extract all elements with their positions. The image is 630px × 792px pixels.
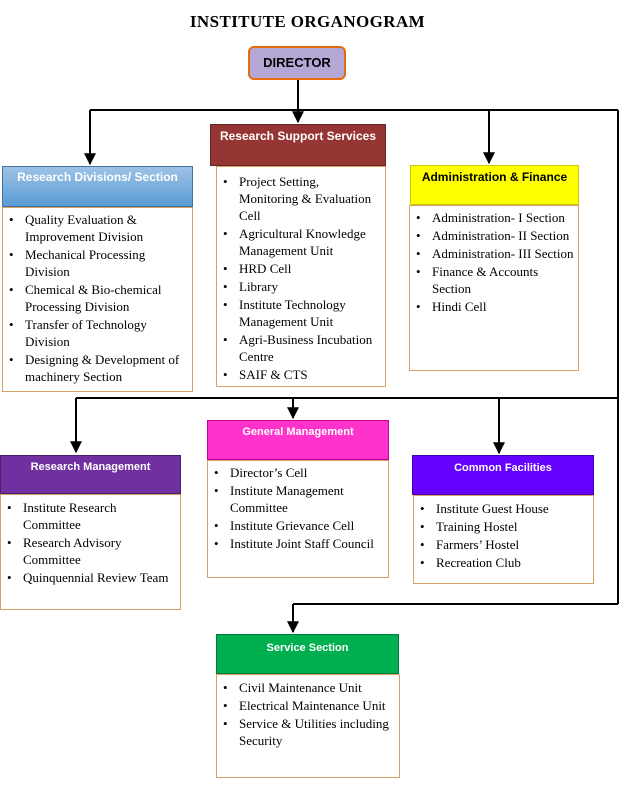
list-item: Hindi Cell <box>416 298 574 315</box>
list-item: Administration- III Section <box>416 245 574 262</box>
list-item: Institute Technology Management Unit <box>223 296 381 330</box>
page-title: INSTITUTE ORGANOGRAM <box>189 12 426 31</box>
list-item: Project Setting, Monitoring & Evaluation… <box>223 173 381 224</box>
list-item: Recreation Club <box>420 554 589 571</box>
admin-finance-list: Administration- I Section Administration… <box>410 209 574 315</box>
list-item: Quality Evaluation & Improvement Divisio… <box>9 211 188 245</box>
list-item: Designing & Development of machinery Sec… <box>9 351 188 385</box>
general-management-list: Director’s Cell Institute Management Com… <box>208 464 384 552</box>
list-item: Library <box>223 278 381 295</box>
list-item: Administration- II Section <box>416 227 574 244</box>
service-section-box: Civil Maintenance Unit Electrical Mainte… <box>216 674 400 778</box>
research-divisions-title: Research Divisions/ Section <box>17 170 178 184</box>
list-item: Finance & Accounts Section <box>416 263 574 297</box>
list-item: Research Advisory Committee <box>7 534 176 568</box>
director-box: DIRECTOR <box>248 46 346 80</box>
list-item: Institute Management Committee <box>214 482 384 516</box>
list-item: Agricultural Knowledge Management Unit <box>223 225 381 259</box>
list-item: Agri-Business Incubation Centre <box>223 331 381 365</box>
list-item: Training Hostel <box>420 518 589 535</box>
list-item: SAIF & CTS <box>223 366 381 383</box>
list-item: Director’s Cell <box>214 464 384 481</box>
service-section-list: Civil Maintenance Unit Electrical Mainte… <box>217 679 395 749</box>
research-divisions-list: Quality Evaluation & Improvement Divisio… <box>3 211 188 385</box>
research-divisions-box: Quality Evaluation & Improvement Divisio… <box>2 207 193 392</box>
list-item: Farmers’ Hostel <box>420 536 589 553</box>
list-item: Electrical Maintenance Unit <box>223 697 395 714</box>
service-section-title: Service Section <box>266 642 349 654</box>
admin-finance-title: Administration & Finance <box>421 170 568 184</box>
list-item: Administration- I Section <box>416 209 574 226</box>
common-facilities-list: Institute Guest House Training Hostel Fa… <box>414 500 589 571</box>
research-support-box: Project Setting, Monitoring & Evaluation… <box>216 166 386 387</box>
list-item: Civil Maintenance Unit <box>223 679 395 696</box>
research-support-list: Project Setting, Monitoring & Evaluation… <box>217 173 381 383</box>
list-item: Institute Research Committee <box>7 499 176 533</box>
list-item: Chemical & Bio-chemical Processing Divis… <box>9 281 188 315</box>
list-item: Quinquennial Review Team <box>7 569 176 586</box>
common-facilities-title: Common Facilities <box>454 462 552 474</box>
list-item: Transfer of Technology Division <box>9 316 188 350</box>
admin-finance-box: Administration- I Section Administration… <box>409 205 579 371</box>
research-support-title: Research Support Services <box>219 129 377 143</box>
list-item: Mechanical Processing Division <box>9 246 188 280</box>
research-management-box: Institute Research Committee Research Ad… <box>0 494 181 610</box>
list-item: Institute Guest House <box>420 500 589 517</box>
research-management-title: Research Management <box>30 461 151 473</box>
general-management-header: General Management <box>207 420 389 460</box>
admin-finance-header: Administration & Finance <box>410 165 579 205</box>
general-management-title: General Management <box>242 426 354 438</box>
common-facilities-box: Institute Guest House Training Hostel Fa… <box>413 495 594 584</box>
research-support-header: Research Support Services <box>210 124 386 166</box>
research-divisions-header: Research Divisions/ Section <box>2 166 193 207</box>
list-item: Institute Joint Staff Council <box>214 535 384 552</box>
service-section-header: Service Section <box>216 634 399 674</box>
research-management-header: Research Management <box>0 455 181 494</box>
general-management-box: Director’s Cell Institute Management Com… <box>207 460 389 578</box>
director-label: DIRECTOR <box>263 54 331 70</box>
list-item: HRD Cell <box>223 260 381 277</box>
common-facilities-header: Common Facilities <box>412 455 594 495</box>
list-item: Service & Utilities including Security <box>223 715 395 749</box>
research-management-list: Institute Research Committee Research Ad… <box>1 499 176 586</box>
list-item: Institute Grievance Cell <box>214 517 384 534</box>
